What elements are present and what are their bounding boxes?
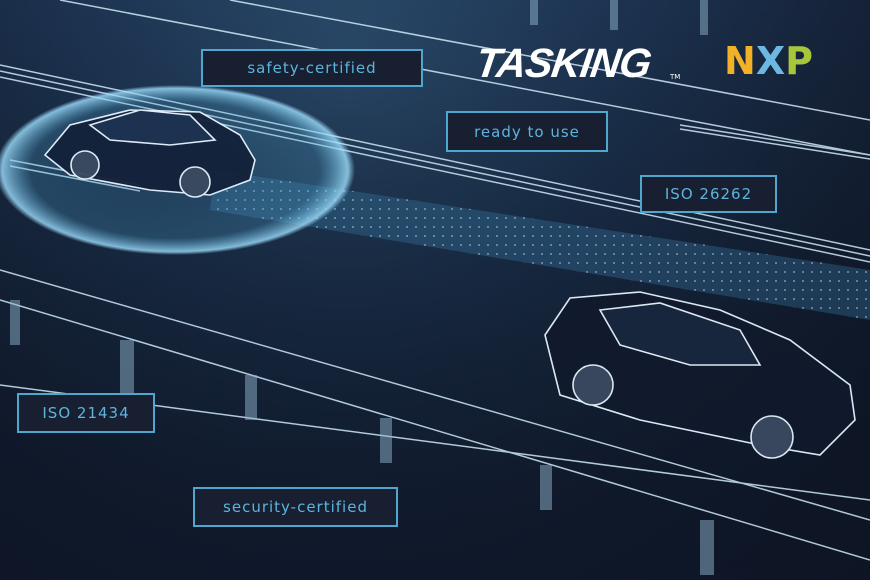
label-iso-26262: ISO 26262 bbox=[640, 175, 777, 213]
nxp-letter-x: X bbox=[755, 39, 786, 83]
label-iso-21434: ISO 21434 bbox=[17, 393, 155, 433]
label-security-certified: security-certified bbox=[193, 487, 398, 527]
nxp-logo: N X P bbox=[724, 42, 813, 80]
nxp-letter-p: P bbox=[785, 39, 813, 83]
label-ready-to-use: ready to use bbox=[446, 111, 608, 152]
trademark-symbol: TM bbox=[670, 73, 681, 81]
tasking-logo: TASKING bbox=[472, 40, 654, 86]
label-safety-certified: safety-certified bbox=[201, 49, 423, 87]
nxp-letter-n: N bbox=[724, 39, 756, 83]
